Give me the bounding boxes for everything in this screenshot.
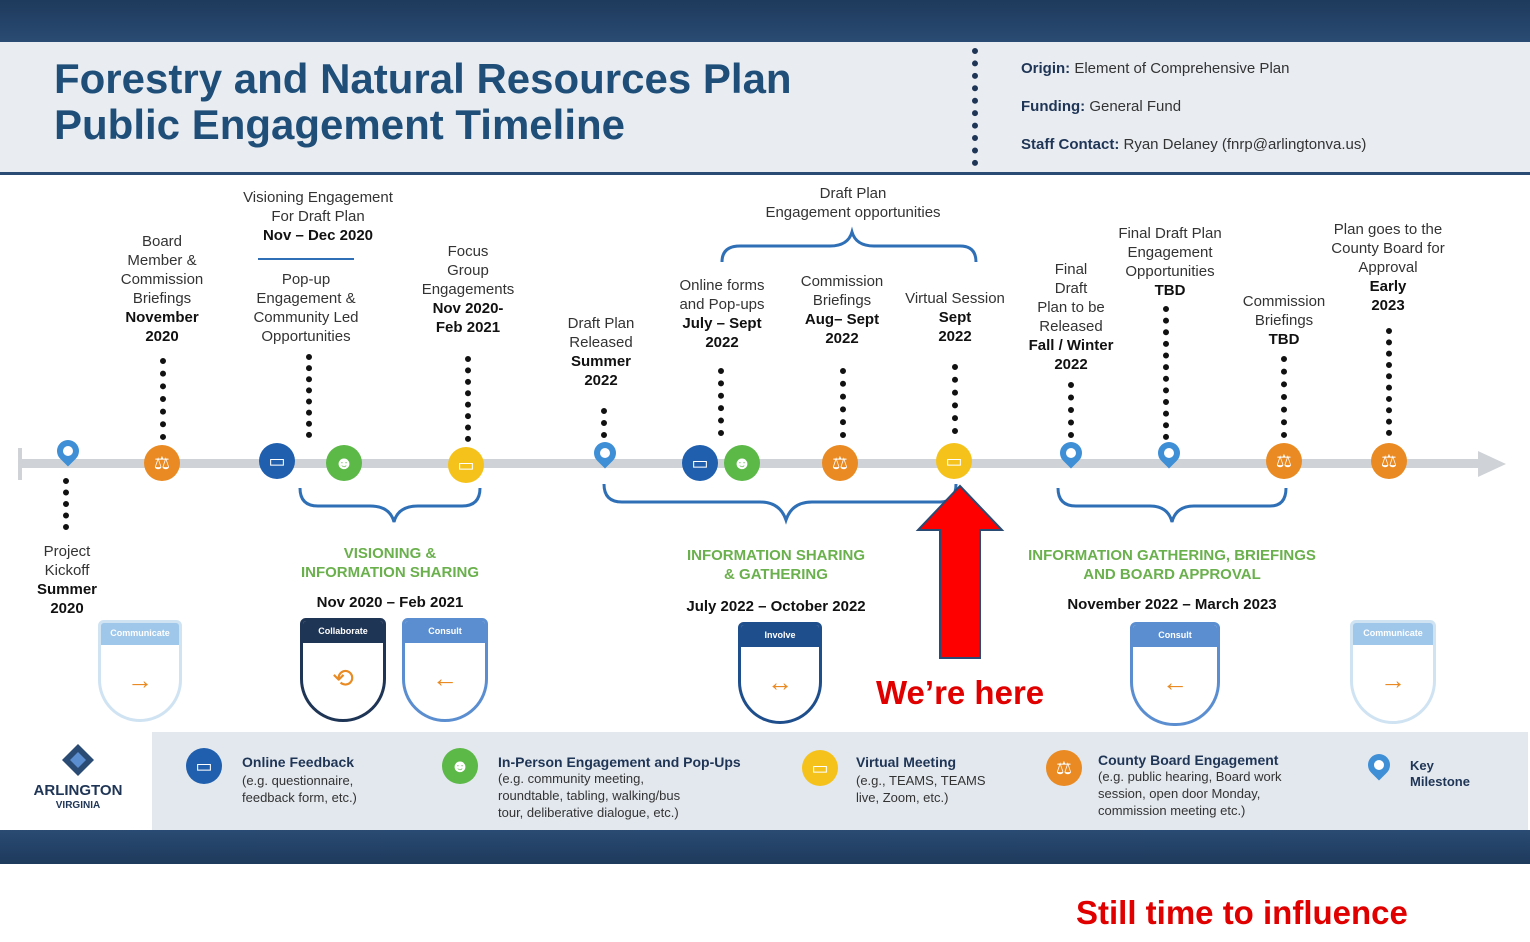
connector-kickoff bbox=[63, 478, 69, 530]
connector-countyboard bbox=[1386, 328, 1392, 436]
timeline-arrowhead bbox=[1478, 451, 1506, 477]
legend-laptop-icon: ▭ bbox=[186, 748, 222, 784]
legend-panel bbox=[152, 732, 1528, 830]
group-icon: ☻ bbox=[724, 445, 760, 481]
we-are-here-arrow bbox=[915, 484, 1005, 659]
legend-scale-icon: ⚖ bbox=[1046, 750, 1082, 786]
connector-draft bbox=[601, 408, 607, 438]
connector-board bbox=[160, 358, 166, 440]
legend-inperson-desc: (e.g. community meeting,roundtable, tabl… bbox=[498, 771, 681, 820]
phase-1-date: Nov 2020 – Feb 2021 bbox=[316, 594, 464, 611]
connector-virtual bbox=[952, 364, 958, 434]
timeline-start-tick bbox=[18, 448, 22, 480]
cycle-arrows-icon: ⟲ bbox=[332, 662, 354, 693]
arlington-logo-text: ARLINGTON bbox=[33, 782, 123, 799]
arrow-right-icon: → bbox=[127, 664, 153, 695]
title-line-1: Forestry and Natural Resources Plan bbox=[54, 55, 792, 102]
connector-commtbd bbox=[1281, 356, 1287, 438]
double-arrow-icon: ↔ bbox=[767, 666, 793, 697]
connector-final bbox=[1068, 382, 1074, 438]
legend-virtual-title: Virtual Meeting bbox=[856, 754, 957, 770]
virginia-logo-text: VIRGINIA bbox=[55, 800, 101, 811]
connector-visioning bbox=[306, 354, 312, 438]
communicate-shield-1: Communicate → bbox=[98, 620, 182, 722]
legend-online-title: Online Feedback bbox=[242, 754, 355, 770]
scale-icon: ⚖ bbox=[822, 445, 858, 481]
legend-pin-icon bbox=[1363, 749, 1395, 788]
scale-icon: ⚖ bbox=[1371, 443, 1407, 479]
top-banner bbox=[0, 0, 1530, 42]
arlington-logo-icon bbox=[58, 740, 98, 780]
brace-phase-1 bbox=[298, 487, 482, 523]
connector-online bbox=[718, 368, 724, 436]
origin-line: Origin: Element of Comprehensive Plan bbox=[1021, 60, 1290, 77]
legend-inperson-title: In-Person Engagement and Pop-Ups bbox=[498, 754, 741, 770]
header-divider bbox=[972, 48, 978, 166]
title-line-2: Public Engagement Timeline bbox=[54, 101, 626, 148]
phase-2-label: INFORMATION SHARING& GATHERING bbox=[686, 547, 866, 583]
virtual-meeting-icon: ▭ bbox=[448, 447, 484, 483]
still-time-text: Still time to influence bbox=[1076, 894, 1408, 931]
scale-icon: ⚖ bbox=[1266, 443, 1302, 479]
phase-1-label: VISIONING &INFORMATION SHARING bbox=[300, 545, 480, 581]
consult-shield-2: Consult ← bbox=[1130, 622, 1220, 726]
legend-county-title: County Board Engagement bbox=[1098, 752, 1279, 768]
legend-online-desc: (e.g. questionnaire,feedback form, etc.) bbox=[242, 773, 357, 805]
scale-icon: ⚖ bbox=[144, 445, 180, 481]
arrow-left-icon: ← bbox=[1162, 666, 1188, 697]
laptop-icon: ▭ bbox=[259, 443, 295, 479]
brace-draft-opportunities bbox=[720, 226, 978, 263]
header-panel bbox=[0, 42, 1530, 175]
funding-line: Funding: General Fund bbox=[1021, 98, 1182, 115]
involve-shield: Involve ↔ bbox=[738, 622, 822, 724]
arrow-right-icon: → bbox=[1380, 664, 1406, 695]
page-title: Forestry and Natural Resources Plan Publ… bbox=[54, 56, 954, 148]
brace-phase-2 bbox=[602, 483, 958, 525]
group-icon: ☻ bbox=[326, 445, 362, 481]
phase-2-date: July 2022 – October 2022 bbox=[686, 598, 866, 615]
we-are-here-text: We’re here bbox=[876, 674, 1045, 711]
legend-virtual-icon: ▭ bbox=[802, 750, 838, 786]
brace-phase-3 bbox=[1056, 487, 1288, 523]
connector-focus bbox=[465, 356, 471, 442]
collaborate-shield: Collaborate ⟲ bbox=[300, 618, 386, 722]
bottom-banner bbox=[0, 830, 1530, 864]
laptop-icon: ▭ bbox=[682, 445, 718, 481]
arrow-left-icon: ← bbox=[432, 662, 458, 693]
connector-comm2022 bbox=[840, 368, 846, 438]
legend-group-icon: ☻ bbox=[442, 748, 478, 784]
virtual-meeting-icon: ▭ bbox=[936, 443, 972, 479]
consult-shield-1: Consult ← bbox=[402, 618, 488, 722]
phase-3-date: November 2022 – March 2023 bbox=[1067, 596, 1277, 613]
connector-finalopps bbox=[1163, 306, 1169, 440]
communicate-shield-2: Communicate → bbox=[1350, 620, 1436, 724]
contact-line: Staff Contact: Ryan Delaney (fnrp@arling… bbox=[1021, 136, 1367, 153]
